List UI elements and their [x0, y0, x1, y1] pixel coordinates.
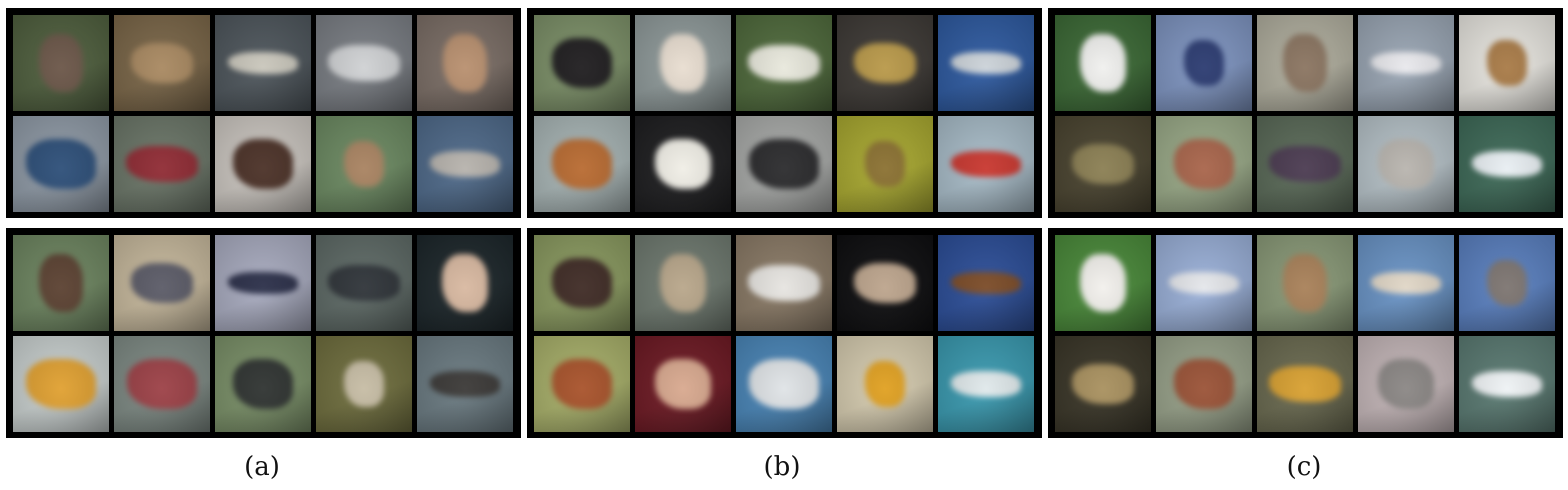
sample-image-deer [13, 235, 109, 331]
sample-image-ship [417, 336, 513, 432]
sample-image-airplane [215, 15, 311, 111]
sample-image-cat [635, 336, 731, 432]
image-panel-c-bottom [1048, 228, 1563, 438]
image-panel-b-top [527, 8, 1042, 218]
image-panel-a-bottom [6, 228, 521, 438]
sample-image-truck [13, 116, 109, 212]
sample-image-dog [635, 235, 731, 331]
sample-image-car [736, 15, 832, 111]
sample-image-dog [1055, 15, 1151, 111]
sample-image-car [736, 235, 832, 331]
sample-image-bird [316, 116, 412, 212]
sample-image-truck [13, 336, 109, 432]
sample-image-horse [215, 116, 311, 212]
sample-image-dog [1055, 235, 1151, 331]
sample-image-bird [837, 116, 933, 212]
sample-image-truck [736, 336, 832, 432]
sample-image-bird [1459, 235, 1555, 331]
sample-image-bird [1459, 15, 1555, 111]
sample-image-ship [417, 116, 513, 212]
sample-image-car [114, 116, 210, 212]
sample-image-ship [1459, 116, 1555, 212]
sample-image-deer [13, 15, 109, 111]
sample-image-frog [114, 235, 210, 331]
sample-image-airplane [938, 15, 1034, 111]
sample-image-deer [417, 15, 513, 111]
sample-image-horse [534, 336, 630, 432]
sample-image-horse [1156, 336, 1252, 432]
image-panel-a-top [6, 8, 521, 218]
sample-image-dog [635, 15, 731, 111]
sample-image-car [316, 235, 412, 331]
sample-image-car [1257, 336, 1353, 432]
sample-image-cat [1358, 336, 1454, 432]
sample-image-frog [837, 235, 933, 331]
sample-image-airplane [215, 235, 311, 331]
caption-c: (c) [1286, 452, 1322, 482]
caption-b: (b) [763, 452, 801, 482]
sample-image-bird [1156, 15, 1252, 111]
sample-image-ship [1459, 336, 1555, 432]
sample-image-ship [938, 336, 1034, 432]
sample-image-cat [1358, 116, 1454, 212]
sample-image-frog [1055, 336, 1151, 432]
sample-image-dog [417, 235, 513, 331]
sample-image-truck [736, 116, 832, 212]
sample-image-airplane [1156, 235, 1252, 331]
sample-image-car [316, 15, 412, 111]
sample-image-frog [114, 15, 210, 111]
sample-image-deer [1257, 15, 1353, 111]
sample-image-ship [938, 116, 1034, 212]
image-panel-c-top [1048, 8, 1563, 218]
image-panel-b-bottom [527, 228, 1042, 438]
sample-image-horse [534, 116, 630, 212]
sample-image-truck [114, 336, 210, 432]
sample-image-deer [1257, 235, 1353, 331]
caption-a: (a) [244, 452, 280, 482]
sample-image-cat [635, 116, 731, 212]
sample-image-horse [534, 15, 630, 111]
sample-image-airplane [1358, 15, 1454, 111]
sample-image-horse [534, 235, 630, 331]
sample-image-frog [837, 15, 933, 111]
sample-image-horse [1156, 116, 1252, 212]
sample-image-bird [316, 336, 412, 432]
sample-image-airplane [1358, 235, 1454, 331]
sample-image-bird [837, 336, 933, 432]
sample-image-car [1257, 116, 1353, 212]
sample-image-airplane [938, 235, 1034, 331]
sample-image-horse [215, 336, 311, 432]
sample-image-frog [1055, 116, 1151, 212]
